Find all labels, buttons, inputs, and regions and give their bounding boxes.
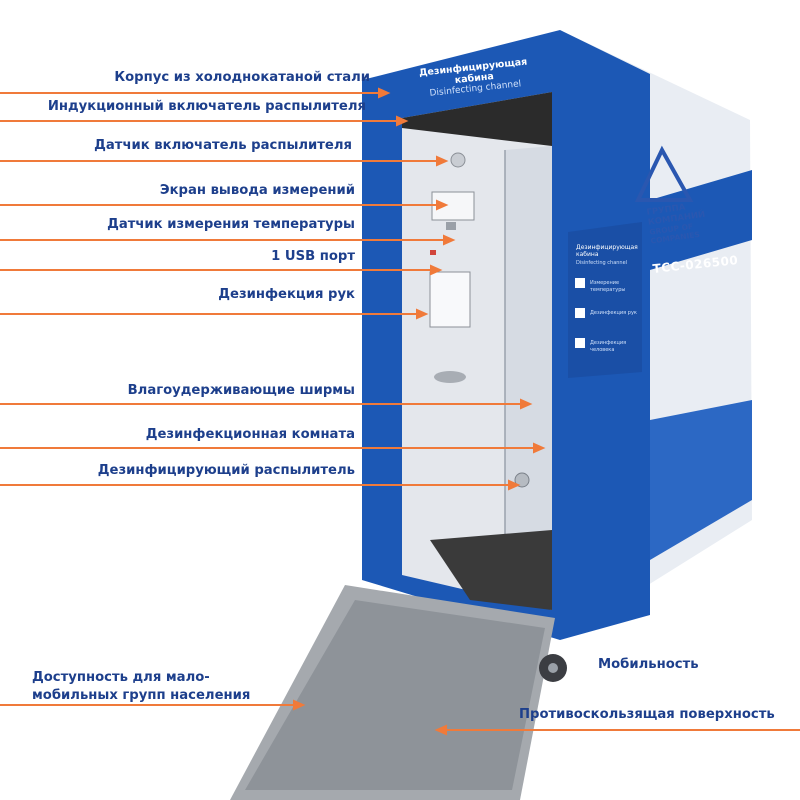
label-usb: 1 USB порт: [271, 249, 355, 264]
label-hand-disinfection: Дезинфекция рук: [218, 287, 355, 302]
panel-item-person: Дезинфекция человека: [590, 340, 627, 353]
label-screen: Экран вывода измерений: [159, 183, 355, 198]
cabin-inner-wall: [505, 146, 552, 580]
sprayer-nozzle-device: [514, 472, 530, 488]
label-sprayer: Дезинфицирующий распылитель: [97, 463, 355, 478]
cabin-side-blue-stripe: [650, 170, 752, 270]
hand-basin-device: [434, 371, 466, 383]
leader-lines: [0, 87, 800, 736]
label-moisture-screens: Влагоудерживающие ширмы: [127, 383, 355, 398]
wheel-hub: [548, 663, 558, 673]
label-room: Дезинфекционная комната: [145, 427, 355, 442]
hand-dispenser-device: [429, 271, 471, 328]
temperature-sensor-device: [446, 222, 456, 230]
panel-item-hand: Дезинфекция рук: [590, 310, 637, 316]
usb-port-device: [430, 250, 436, 255]
label-temp-sensor: Датчик измерения температуры: [107, 217, 355, 232]
label-mobility: Мобильность: [598, 657, 699, 672]
label-accessibility-2: мобильных групп населения: [32, 688, 251, 703]
label-induction-switch: Индукционный включатель распылителя: [47, 99, 366, 114]
cabin-side-blue-bottom: [650, 400, 752, 560]
panel-title-en: Disinfecting channel: [576, 260, 628, 266]
label-sensor-switch: Датчик включатель распылителя: [94, 138, 352, 153]
tss-logo-icon: [634, 145, 694, 202]
panel-icon-hand: [575, 308, 585, 318]
panel-icon-temp: [575, 278, 585, 288]
anti-slip-ramp-texture: [245, 600, 545, 790]
label-body-steel: Корпус из холоднокатаной стали: [114, 70, 370, 85]
cabin-info-panel: [568, 222, 642, 378]
label-accessibility-1: Доступность для мало-: [32, 670, 210, 685]
floor-mat: [430, 530, 552, 610]
cabin-ceiling: [402, 92, 552, 146]
sensor-switch-device: [450, 152, 466, 168]
panel-item-temp: Измерение температуры: [590, 280, 626, 293]
panel-title-ru: Дезинфицирующая кабина: [576, 244, 638, 258]
panel-icon-person: [575, 338, 585, 348]
label-anti-slip: Противоскользящая поверхность: [519, 707, 775, 722]
